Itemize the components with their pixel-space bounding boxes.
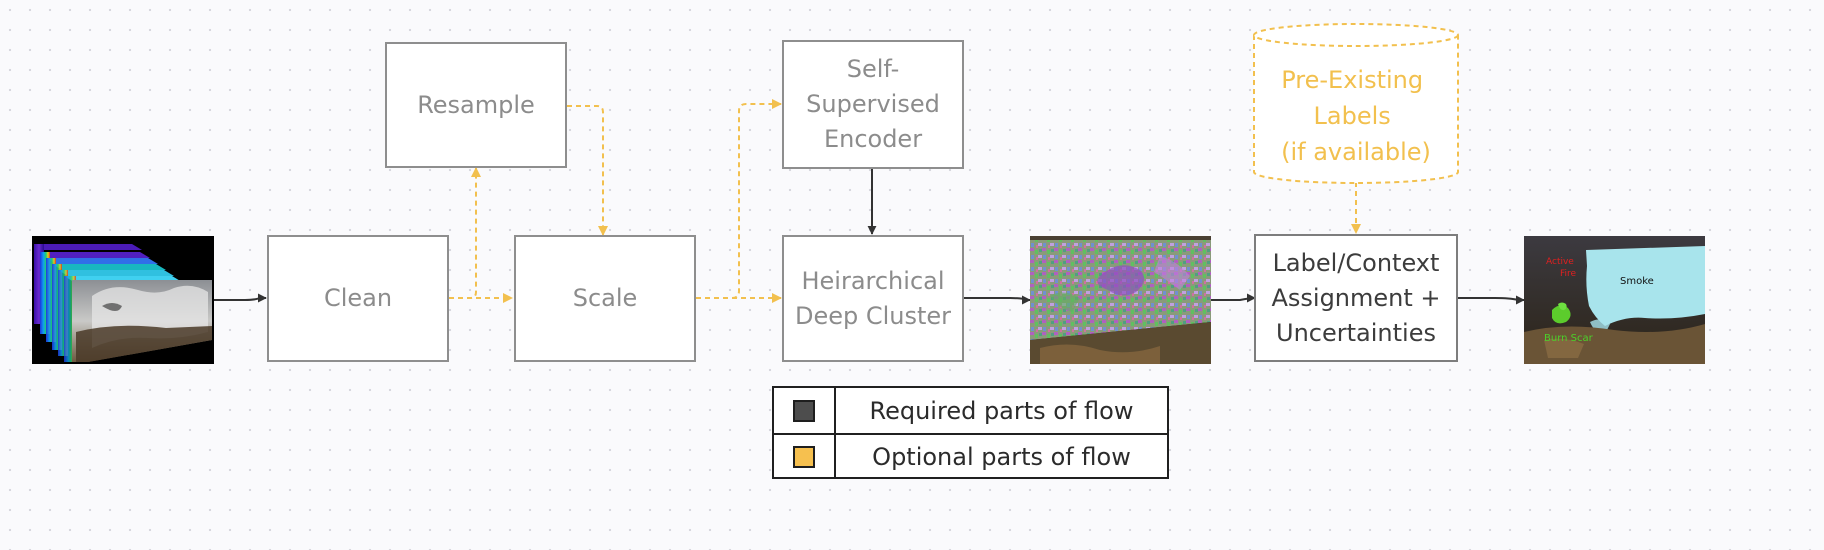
cluster-map-image bbox=[1030, 236, 1211, 364]
clean-node: Clean bbox=[267, 235, 449, 362]
fire-annotation-line-2: Fire bbox=[1560, 269, 1577, 279]
edge-input-to-clean bbox=[214, 293, 267, 303]
legend: Required parts of flow Optional parts of… bbox=[772, 386, 1169, 479]
edge-resample-to-scale bbox=[567, 105, 608, 236]
legend-label-required: Required parts of flow bbox=[869, 396, 1134, 425]
edge-map-to-assignment bbox=[1211, 293, 1256, 303]
labels-line-3: (if available) bbox=[1281, 138, 1431, 166]
input-datacube-image bbox=[32, 236, 214, 364]
legend-row-optional: Optional parts of flow bbox=[774, 434, 1167, 479]
optional-swatch bbox=[793, 445, 815, 468]
edge-clean-to-resample bbox=[449, 167, 481, 299]
hierarchical-deep-cluster-node: Heirarchical Deep Cluster bbox=[782, 235, 964, 362]
clean-label: Clean bbox=[323, 284, 393, 312]
legend-swatch-cell-required bbox=[774, 388, 836, 433]
edge-cluster-to-map bbox=[964, 295, 1031, 305]
output-annotated-image: Active Fire Smoke Burn Scar bbox=[1524, 236, 1705, 364]
svg-text:Active Fire: Active Fire bbox=[1546, 257, 1577, 279]
required-swatch bbox=[793, 399, 815, 422]
burn-scar-annotation: Burn Scar bbox=[1544, 333, 1594, 344]
scale-node: Scale bbox=[514, 235, 696, 362]
smoke-annotation: Smoke bbox=[1620, 276, 1654, 287]
encoder-label: Self-Supervised Encoder bbox=[806, 55, 940, 153]
labels-line-2: Labels bbox=[1314, 102, 1391, 130]
resample-label: Resample bbox=[417, 90, 535, 119]
label-context-assignment-node: Label/Context Assignment + Uncertainties bbox=[1254, 234, 1458, 362]
labels-line-1: Pre-Existing bbox=[1281, 66, 1423, 94]
cluster-label: Heirarchical Deep Cluster bbox=[794, 266, 952, 330]
svg-text:Pre-Existing Labels: Pre-Existing Labels (if available) bbox=[1281, 66, 1431, 166]
scale-label: Scale bbox=[572, 284, 638, 312]
resample-node: Resample bbox=[385, 42, 567, 168]
legend-label-optional: Optional parts of flow bbox=[872, 442, 1131, 471]
legend-swatch-cell-optional bbox=[774, 434, 836, 479]
edge-scale-to-encoder bbox=[696, 99, 782, 299]
edge-assignment-to-output bbox=[1458, 295, 1525, 305]
fire-annotation-line-1: Active bbox=[1546, 257, 1574, 267]
pre-existing-labels-cylinder: Pre-Existing Labels (if available) bbox=[1253, 23, 1459, 184]
assignment-label: Label/Context Assignment + Uncertainties bbox=[1271, 248, 1441, 347]
legend-row-required: Required parts of flow bbox=[774, 388, 1167, 435]
self-supervised-encoder-node: Self-Supervised Encoder bbox=[782, 40, 964, 169]
